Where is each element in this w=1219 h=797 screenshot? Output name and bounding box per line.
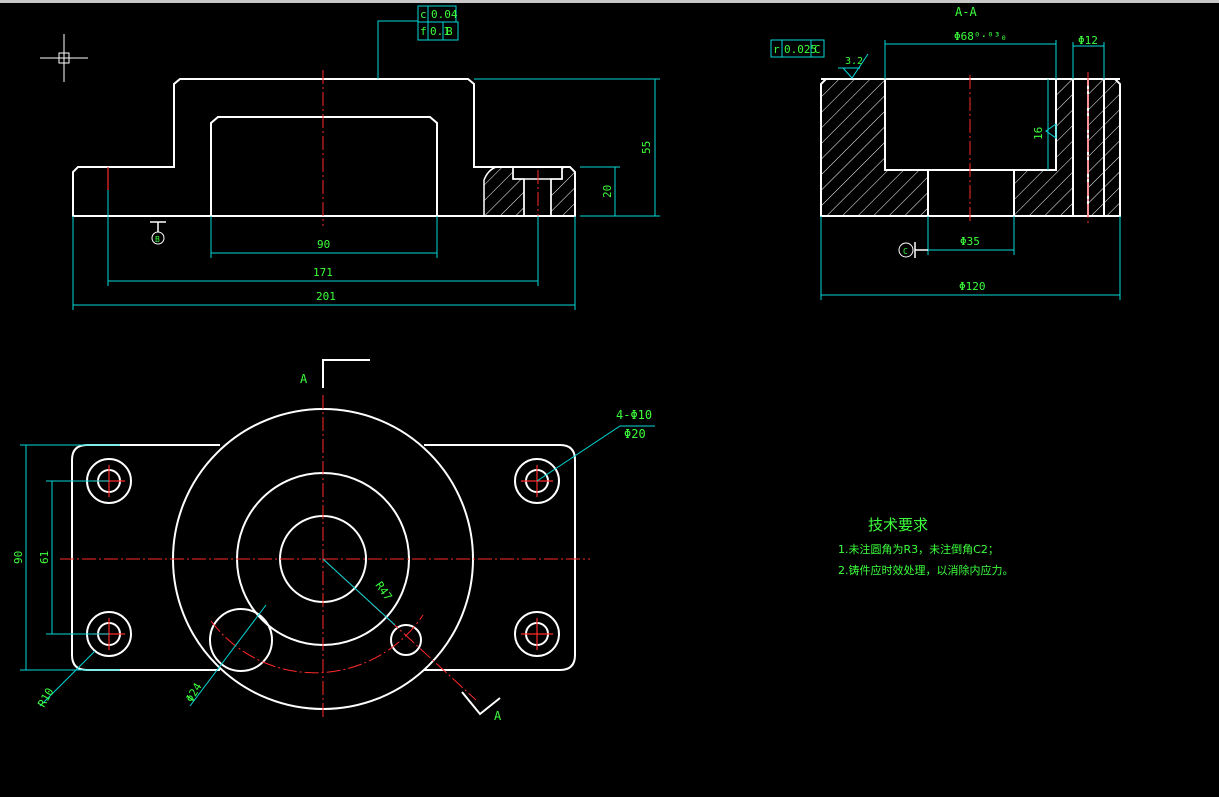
notes-line-1: 1.未注圆角为R3，未注倒角C2； bbox=[838, 542, 999, 556]
gdt-row2-value: 0.1 bbox=[430, 25, 450, 38]
notes-heading: 技术要求 bbox=[868, 516, 928, 534]
viewport-top-border bbox=[0, 0, 1219, 3]
dim-side: Φ12 bbox=[1078, 34, 1098, 47]
dim-height: 55 bbox=[640, 141, 653, 154]
front-hatch-right bbox=[550, 166, 576, 217]
dim-overall-width: 201 bbox=[316, 290, 336, 303]
front-hatch-left bbox=[483, 166, 525, 217]
cbore-note: Φ20 bbox=[624, 427, 646, 441]
dim-small-bore: Φ24 bbox=[183, 680, 204, 704]
section-view bbox=[770, 39, 1121, 300]
crosshair-cursor-icon bbox=[40, 34, 88, 82]
roughness-value: 3.2 bbox=[845, 56, 863, 67]
section-gdt-datum: C bbox=[814, 43, 821, 56]
notes-line-2: 2.铸件应时效处理，以消除内应力。 bbox=[838, 563, 1014, 577]
drawing-text: c 0.04 f 0.1 B 90 171 201 55 20 B A-A r … bbox=[12, 5, 1098, 723]
dim-outer: Φ120 bbox=[959, 280, 986, 293]
dim-hole-span: 171 bbox=[313, 266, 333, 279]
section-marker-top: A bbox=[300, 372, 308, 386]
section-marker-bottom: A bbox=[494, 709, 502, 723]
dim-base-height: 20 bbox=[601, 185, 614, 198]
gdt-row2-datum: B bbox=[446, 25, 453, 38]
front-inner-boss bbox=[210, 116, 438, 216]
dim-hole: Φ35 bbox=[960, 235, 980, 248]
top-view bbox=[20, 359, 655, 720]
front-gdt-frame bbox=[417, 5, 459, 41]
dim-corner-radius: R10 bbox=[35, 686, 56, 710]
section-gdt-value: 0.025 bbox=[784, 43, 817, 56]
datum-c-label: C bbox=[903, 247, 908, 256]
section-hatch-left bbox=[820, 78, 929, 217]
datum-b-label: B bbox=[155, 235, 160, 244]
gdt-row1-symbol: c bbox=[420, 8, 427, 21]
section-hatch-mid bbox=[1013, 78, 1074, 217]
dim-height-holes: 61 bbox=[38, 551, 51, 564]
gdt-row2-symbol: f bbox=[420, 25, 427, 38]
holes-note: 4-Φ10 bbox=[616, 408, 652, 422]
front-view bbox=[72, 20, 660, 310]
dim-pcd-radius: R47 bbox=[373, 579, 395, 603]
dim-inner-width: 90 bbox=[317, 238, 330, 251]
dim-depth: 16 bbox=[1032, 127, 1045, 140]
section-title: A-A bbox=[955, 5, 977, 19]
dim-height-outer: 90 bbox=[12, 551, 25, 564]
section-gdt-symbol: r bbox=[773, 43, 780, 56]
gdt-row1-value: 0.04 bbox=[431, 8, 458, 21]
dim-bore: Φ68⁰·⁰³₀ bbox=[954, 30, 1007, 43]
